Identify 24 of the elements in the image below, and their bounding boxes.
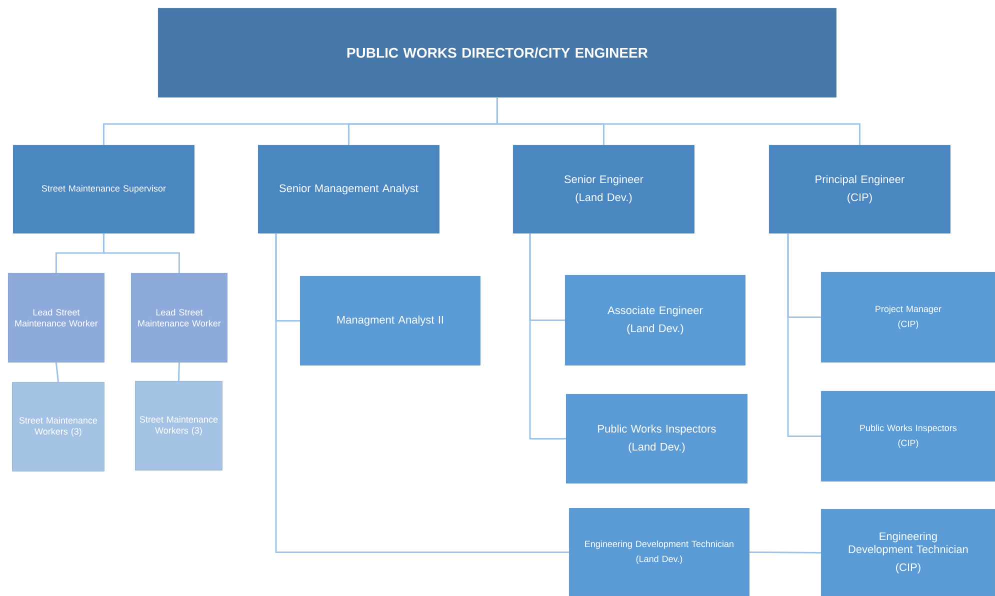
role-box: Senior Management Analyst: [258, 145, 440, 234]
role-box: Principal Engineer (CIP): [769, 145, 950, 234]
role-box: Senior Engineer (Land Dev.): [513, 145, 694, 234]
connector-line: [178, 362, 180, 382]
role-box: Public Works Inspectors (CIP): [821, 391, 995, 482]
role-box: Public Works Inspectors (Land Dev.): [566, 394, 748, 484]
connector-line: [102, 233, 180, 273]
connector-line: [275, 233, 569, 553]
connector-line: [55, 362, 59, 382]
role-box: Street Maintenance Workers (3): [12, 382, 104, 472]
role-box: Street Maintenance Workers (3): [135, 381, 222, 470]
connector-line: [787, 233, 821, 437]
role-box: Engineering Development Technician (CIP): [821, 509, 995, 596]
role-box: Associate Engineer (Land Dev.): [565, 275, 746, 366]
role-box: Engineering Development Technician (Land Dev.): [569, 508, 750, 596]
role-box: Lead Street Maintenance Worker: [8, 273, 104, 362]
role-box: Lead Street Maintenance Worker: [131, 273, 228, 362]
title-box: PUBLIC WORKS DIRECTOR/CITY ENGINEER: [158, 8, 836, 98]
role-box: Project Manager (CIP): [821, 272, 995, 362]
role-box: Street Maintenance Supervisor: [13, 145, 194, 234]
connector-line: [529, 233, 566, 440]
connector-line: [496, 97, 860, 145]
role-box: Managment Analyst II: [300, 276, 480, 366]
connector-line: [749, 551, 822, 554]
